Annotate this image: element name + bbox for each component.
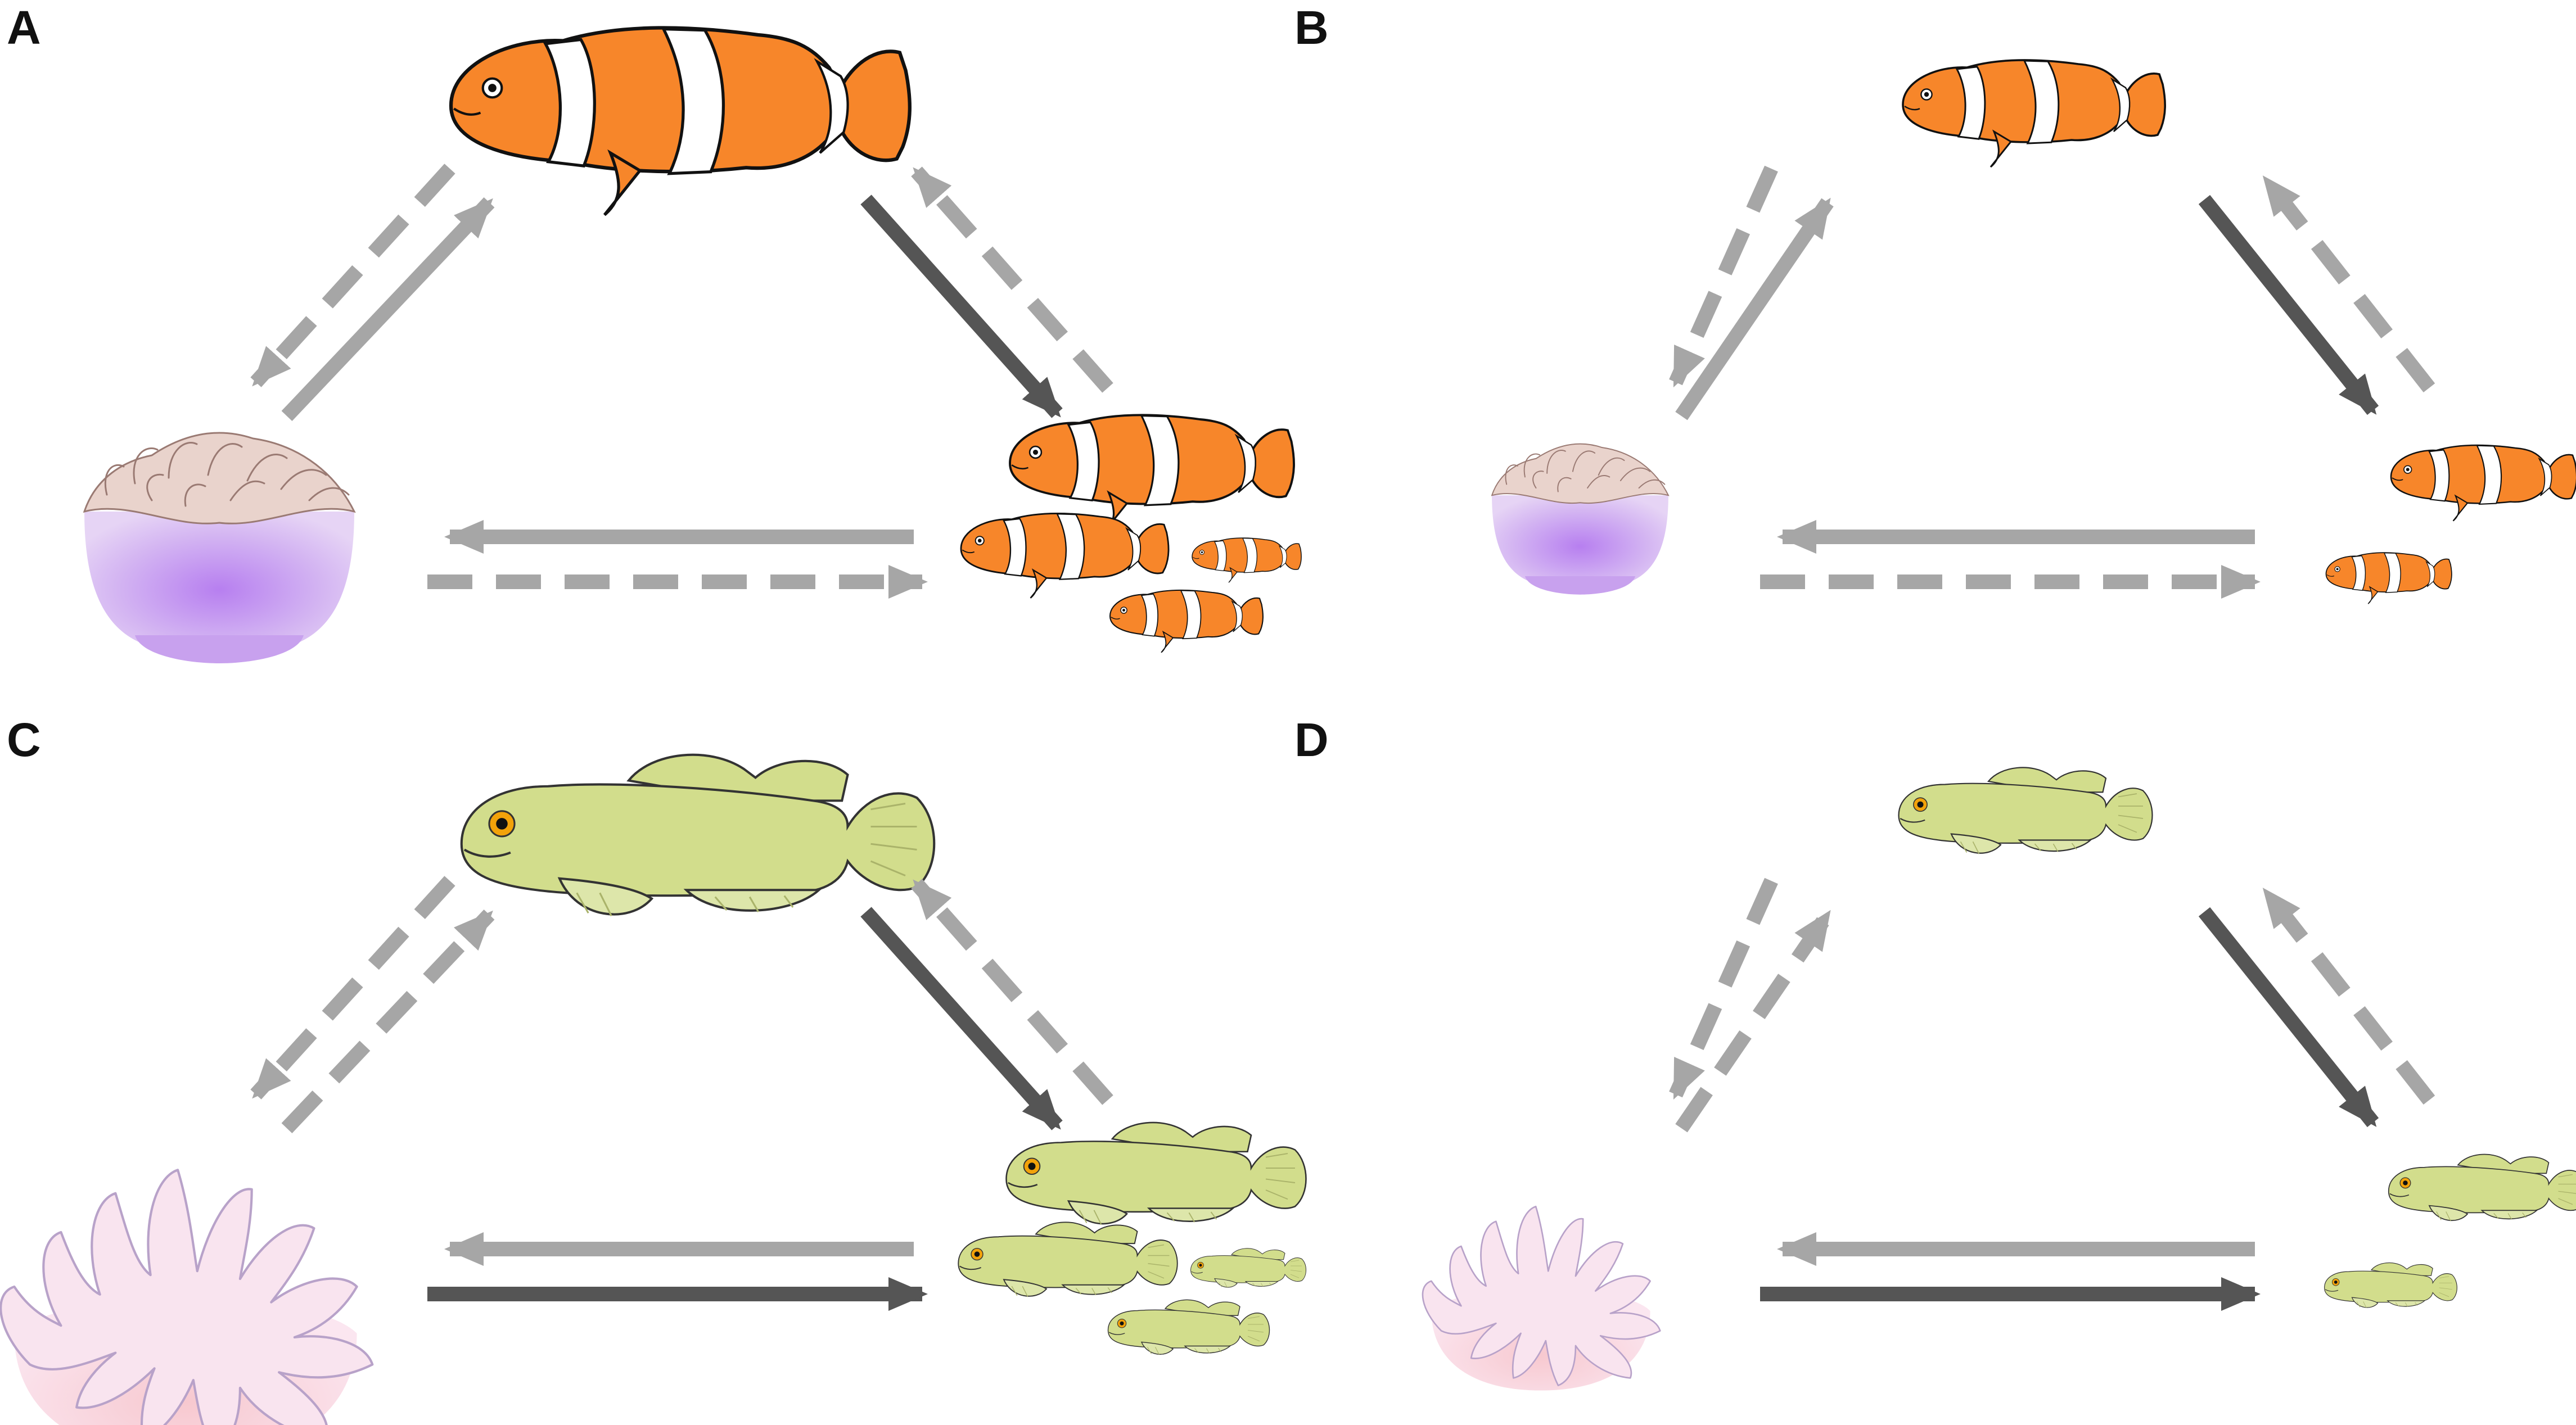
- offspring-medium: [960, 512, 1170, 599]
- offspring-large: [2390, 444, 2576, 522]
- host-anemone: [83, 432, 355, 664]
- adult-clownfish: [451, 28, 910, 215]
- arrow-adult-to-offspring: [2198, 194, 2379, 415]
- host-anemone: [1491, 443, 1669, 595]
- arrow-offspring-to-adult: [2260, 175, 2435, 393]
- arrow-offspring-to-adult: [2260, 887, 2435, 1105]
- panel-label: D: [1294, 713, 1329, 766]
- panel-a: A: [7, 1, 1302, 664]
- panel-label: B: [1294, 1, 1329, 54]
- offspring-small: [1107, 1299, 1270, 1355]
- panel-d: D: [1294, 713, 2576, 1391]
- adult-clownfish: [1902, 59, 2166, 168]
- offspring-small: [1190, 1248, 1306, 1288]
- offspring-small: [1192, 537, 1302, 583]
- offspring-small: [2324, 1262, 2457, 1309]
- arrow-adult-to-host: [250, 876, 455, 1100]
- panel-b: B: [1294, 1, 2576, 605]
- panel-c: C: [1, 713, 1307, 1425]
- offspring-small: [2325, 552, 2452, 605]
- arrow-offspring-to-adult: [911, 879, 1113, 1105]
- arrow-adult-to-offspring: [860, 194, 1063, 418]
- arrow-host-to-adult: [1675, 910, 1834, 1133]
- panel-label: C: [7, 713, 41, 766]
- offspring-large: [1005, 1121, 1307, 1226]
- arrow-adult-to-offspring: [2198, 907, 2379, 1128]
- arrow-adult-to-offspring: [860, 907, 1063, 1130]
- arrow-adult-to-host: [1669, 165, 1778, 388]
- arrow-host-to-adult: [281, 910, 495, 1133]
- panel-label: A: [7, 1, 41, 54]
- adult-goby: [462, 755, 935, 916]
- arrow-host-to-adult: [1675, 197, 1834, 420]
- arrow-adult-to-host: [1669, 877, 1778, 1100]
- arrow-host-to-adult: [281, 197, 495, 421]
- offspring-small: [1109, 589, 1264, 653]
- offspring-large: [2388, 1153, 2576, 1222]
- host-anemone: [1, 1170, 372, 1425]
- arrow-offspring-to-adult: [911, 166, 1113, 393]
- arrow-adult-to-host: [250, 164, 455, 387]
- offspring-medium: [958, 1222, 1178, 1298]
- adult-goby: [1898, 767, 2153, 855]
- host-anemone: [1422, 1205, 1661, 1391]
